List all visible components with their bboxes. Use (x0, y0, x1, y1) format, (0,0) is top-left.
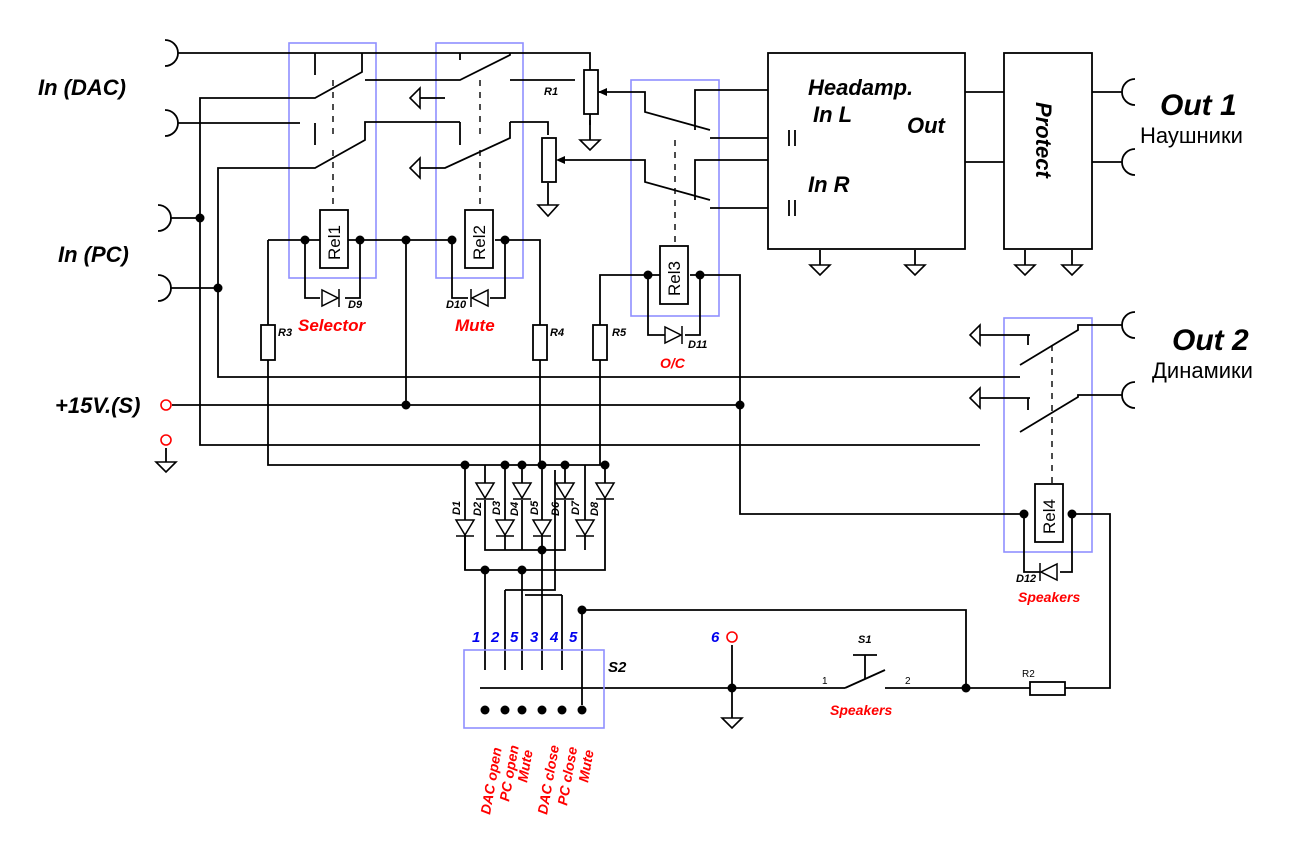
d5-label: D5 (529, 500, 541, 515)
rel1-label: Rel1 (325, 225, 344, 260)
protect-label: Protect (1031, 102, 1056, 179)
rel3-label: Rel3 (665, 261, 684, 296)
s1-pin2-label: 2 (905, 676, 911, 687)
r1-potentiometer (541, 69, 607, 183)
terminals (160, 399, 738, 643)
rel2-label: Rel2 (470, 225, 489, 260)
d7-label: D7 (570, 500, 582, 515)
d10-label: D10 (446, 299, 467, 311)
r5-resistor (592, 324, 608, 361)
ground-symbols (154, 86, 1084, 730)
oc-label: O/C (660, 355, 686, 371)
s2-position-label: Mute (514, 748, 535, 783)
d11-label: D11 (688, 339, 707, 351)
protect-block (1003, 52, 1093, 250)
out2-title: Out 2 (1172, 324, 1249, 357)
rel2-box (435, 42, 524, 279)
d12-label: D12 (1016, 573, 1036, 585)
r3-resistor (260, 324, 276, 361)
d3-label: D3 (491, 501, 503, 515)
r1-label: R1 (544, 86, 558, 98)
rel4-box (1003, 317, 1093, 553)
out2-subtitle: Динамики (1152, 358, 1253, 383)
ground-pin-number: 6 (711, 629, 720, 646)
s2-pin-number: 4 (549, 629, 559, 646)
selector-label: Selector (298, 316, 366, 335)
s2-position-label: Mute (575, 748, 596, 783)
s2-pin-number: 5 (569, 629, 578, 646)
headamp-in-l: In L (813, 102, 852, 127)
d2-label: D2 (472, 502, 484, 516)
s1-label: S1 (858, 634, 871, 646)
r2-label: R2 (1022, 669, 1035, 680)
s1-speakers-label: Speakers (830, 702, 892, 718)
diodes (321, 288, 1058, 582)
rel4-label: Rel4 (1040, 499, 1059, 534)
rel4-coil (1034, 483, 1064, 543)
in-dac-label: In (DAC) (38, 75, 126, 100)
s2-pin-number: 2 (490, 629, 500, 646)
d1-label: D1 (451, 501, 463, 515)
s2-contacts (480, 705, 587, 715)
r2-resistor (1029, 681, 1066, 696)
r3-label: R3 (278, 327, 292, 339)
supply-label: +15V.(S) (55, 393, 140, 418)
output-jacks (1121, 78, 1136, 409)
r5-label: R5 (612, 327, 627, 339)
d8-label: D8 (589, 501, 601, 516)
headamp-in-r: In R (808, 172, 850, 197)
d4-label: D4 (509, 502, 521, 516)
out1-subtitle: Наушники (1140, 123, 1243, 148)
rel1-box (288, 42, 377, 279)
s2-pin-number: 3 (530, 629, 539, 646)
coupling-caps (788, 130, 796, 216)
s2-switch-box (463, 649, 605, 729)
headamp-out: Out (907, 113, 947, 138)
rel2-coil (464, 209, 494, 269)
s2-label: S2 (608, 659, 627, 676)
d9-label: D9 (348, 299, 363, 311)
out1-title: Out 1 (1160, 89, 1237, 122)
rel3-box (630, 79, 720, 317)
s2-pin-number: 1 (472, 629, 480, 646)
rel4-speakers-label: Speakers (1018, 589, 1080, 605)
input-jacks (157, 39, 179, 302)
r4-label: R4 (550, 327, 564, 339)
r4-resistor (532, 324, 548, 361)
mute-label: Mute (455, 316, 495, 335)
wiring (165, 52, 1122, 718)
rel3-coil (659, 245, 689, 305)
rel1-coil (319, 209, 349, 269)
junction-dots (195, 213, 1077, 693)
headamp-block (767, 52, 966, 250)
d6-label: D6 (550, 501, 562, 516)
s2-pin-number: 5 (510, 629, 519, 646)
s1-pin1-label: 1 (822, 676, 828, 687)
headamp-title: Headamp. (808, 75, 913, 100)
in-pc-label: In (PC) (58, 242, 129, 267)
